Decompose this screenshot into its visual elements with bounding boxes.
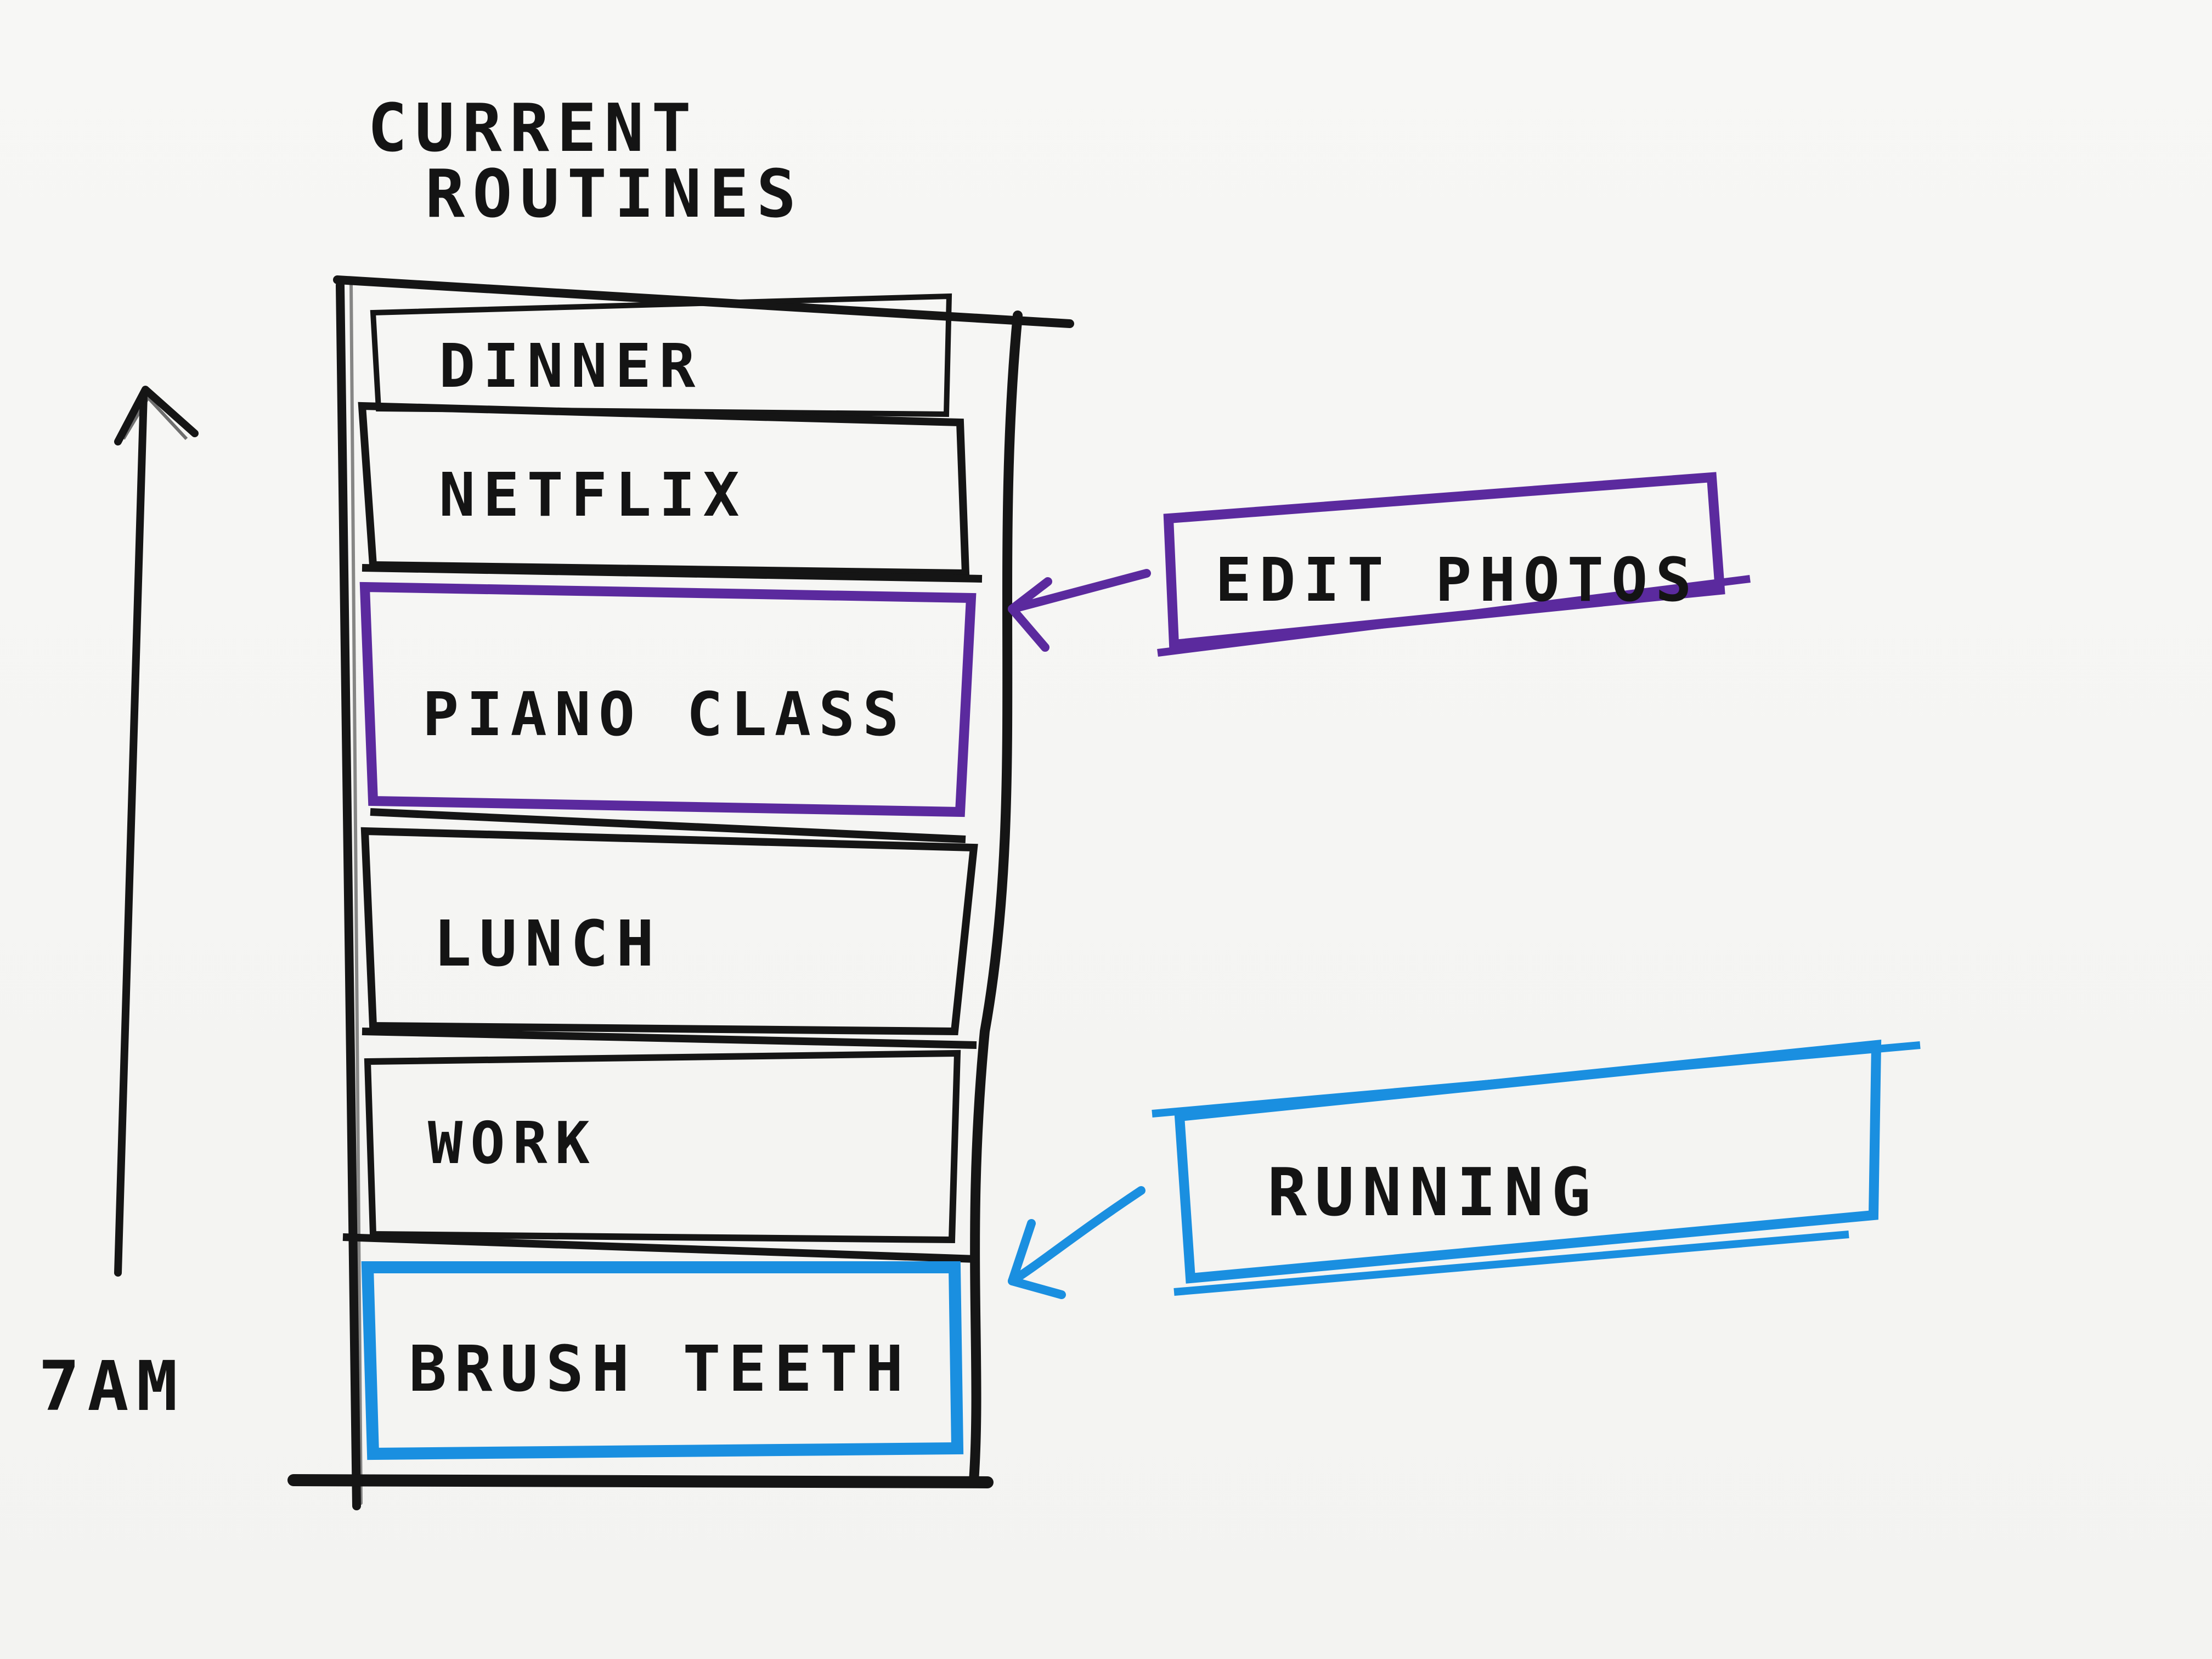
start-time-label: 7AM	[38, 1347, 185, 1426]
routine-row-lunch: LUNCH	[360, 827, 978, 1036]
routine-label-piano-class: PIANO CLASS	[422, 679, 906, 749]
addition-label-edit-photos: EDIT PHOTOS	[1215, 545, 1699, 615]
routine-row-netflix: NETFLIX	[358, 402, 970, 578]
addition-running: RUNNING	[1152, 1040, 1921, 1296]
routine-label-work: WORK	[428, 1110, 597, 1177]
arrow-edit-photos-to-stack	[1008, 569, 1151, 652]
routine-row-dinner: DINNER	[370, 293, 952, 417]
time-axis-arrow	[114, 386, 199, 1277]
routine-row-brush-teeth: BRUSH TEETH	[342, 1233, 977, 1460]
addition-label-running: RUNNING	[1267, 1155, 1599, 1231]
routine-label-lunch: LUNCH	[433, 907, 662, 981]
title-line-1: CURRENT	[368, 91, 699, 167]
title-line-2: ROUTINES	[425, 156, 804, 233]
addition-edit-photos: EDIT PHOTOS	[1157, 472, 1751, 657]
routine-label-brush-teeth: BRUSH TEETH	[409, 1333, 911, 1406]
arrow-running-to-stack	[1008, 1186, 1146, 1299]
routine-label-dinner: DINNER	[439, 331, 703, 401]
routine-row-work: WORK	[362, 1028, 977, 1244]
routine-row-piano-class: PIANO CLASS	[359, 564, 983, 843]
routine-label-netflix: NETFLIX	[439, 460, 747, 530]
